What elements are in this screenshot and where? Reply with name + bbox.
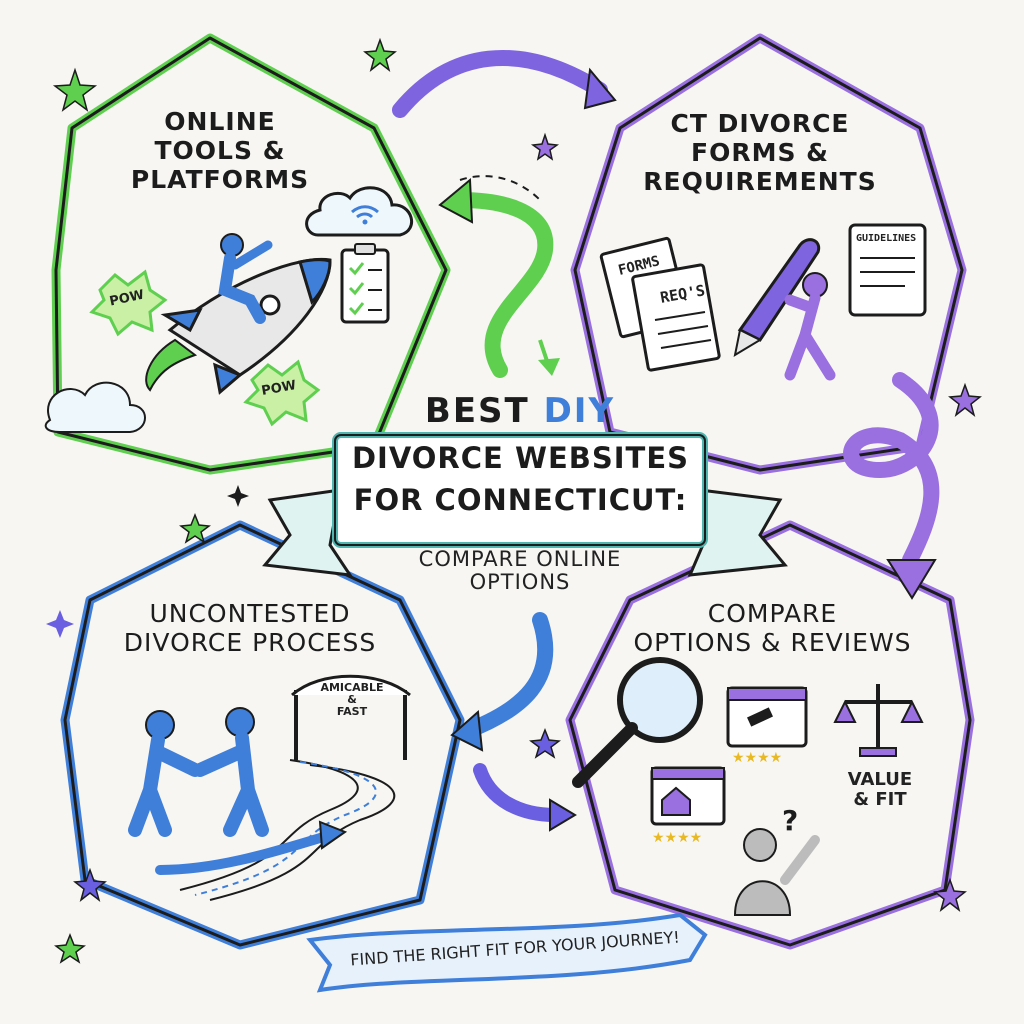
magnifying-glass-icon: [572, 657, 703, 788]
arrow-blue-center: [462, 612, 554, 738]
arrow-purple-coil: [843, 372, 940, 568]
value-fit-label: Value & Fit: [847, 769, 913, 810]
arrow-top-purple: [392, 49, 608, 118]
forms-stack-icon: [599, 236, 721, 372]
blue-progress-arrow: [155, 830, 335, 875]
hexagon-green-panel: [51, 33, 451, 475]
decorative-stars: [46, 37, 982, 964]
arrow-green-head: [438, 177, 474, 224]
amicable-arch-icon: [291, 674, 411, 760]
footer-ribbon: [306, 912, 708, 993]
arrow-purple-coil-head: [886, 559, 937, 600]
title-line1: Best DIY: [424, 391, 616, 431]
scales-icon: [833, 684, 924, 757]
guidelines-scroll-icon: [848, 223, 927, 317]
person-riding-icon: [218, 233, 273, 324]
arrow-blue-bottom-head: [549, 798, 577, 832]
gavel-review-window-icon: ★★★★: [726, 686, 808, 766]
hexagon-blue-panel: [60, 520, 465, 950]
cloud-wifi-icon: [305, 186, 413, 237]
road-path: [179, 759, 396, 901]
svg-text:?: ?: [782, 804, 798, 837]
checklist-clipboard-icon: [340, 243, 390, 324]
cloud-puff-left: [44, 381, 146, 433]
guidelines-doc-label: Guidelines: [856, 233, 917, 244]
arrow-blue-center-head: [450, 709, 484, 752]
svg-text:★★★★: ★★★★: [732, 750, 782, 766]
forms-heading: CT Divorce Forms & Requirements: [643, 109, 877, 196]
house-review-window-icon: ★★★★: [650, 766, 726, 846]
tools-heading: Online Tools & Platforms: [130, 107, 310, 194]
arch-label: Amicable & Fast: [320, 681, 384, 719]
subtitle: Compare Online Options: [418, 547, 622, 595]
compare-heading: Compare Options & Reviews: [633, 599, 912, 657]
arrow-top-purple-head: [583, 67, 617, 110]
arrow-blue-bottom: [473, 763, 562, 822]
handshake-people-icon: [128, 707, 269, 837]
pow-burst-2: [243, 359, 321, 427]
title-line3: for Connecticut:: [353, 483, 688, 517]
title-ribbon: [262, 432, 788, 577]
pen-icon: [733, 238, 821, 358]
rocket-icon: [145, 257, 332, 395]
pow-burst-1: [89, 269, 168, 337]
hexagon-violet-panel: [565, 520, 975, 950]
arrow-green-s-curve: [452, 192, 554, 378]
person-pushing-icon: [784, 272, 836, 381]
process-heading: Uncontested Divorce Process: [123, 599, 377, 657]
svg-text:★★★★: ★★★★: [652, 830, 702, 846]
hexagon-purple-panel: [570, 33, 967, 475]
title-line2: Divorce Websites: [351, 441, 690, 475]
thinking-person-icon: ?: [733, 804, 820, 916]
